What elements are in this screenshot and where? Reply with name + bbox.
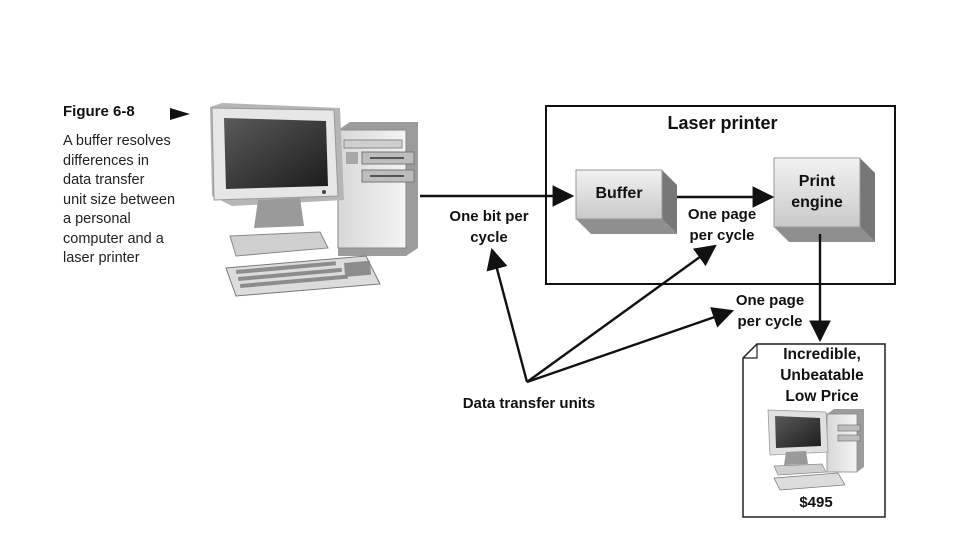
print-engine-label-line: Print <box>798 173 836 190</box>
figure-number: Figure 6-8 <box>63 103 135 120</box>
label-line: One page <box>687 206 757 223</box>
data-transfer-units-label: Data transfer units <box>462 395 596 412</box>
print-engine-box <box>773 157 875 242</box>
label-line: One bit per <box>449 208 529 225</box>
one-page-per-cycle-label-buffer: One page per cycle <box>676 204 768 246</box>
caption-line: A buffer resolves <box>63 133 171 149</box>
headline-line: Incredible, <box>783 346 861 363</box>
one-bit-per-cycle-label: One bit per cycle <box>436 206 542 248</box>
personal-computer-illustration <box>210 103 418 297</box>
label-line: per cycle <box>737 313 803 330</box>
one-page-per-cycle-label-output: One page per cycle <box>724 290 816 332</box>
pointer-arrow-bit <box>486 247 529 383</box>
figure-pointer-icon <box>170 108 190 120</box>
laser-printer-title: Laser printer <box>667 113 778 133</box>
buffer-label: Buffer <box>595 185 643 202</box>
headline-line: Unbeatable <box>780 367 864 384</box>
caption-line: laser printer <box>63 250 140 266</box>
caption-line: differences in <box>63 152 149 169</box>
caption-line: unit size between <box>63 191 176 208</box>
caption-line: computer and a <box>63 230 164 247</box>
caption-line: a personal <box>63 211 131 227</box>
label-line: cycle <box>470 229 508 246</box>
printout-headline: Incredible, Unbeatable Low Price <box>758 344 886 407</box>
print-engine-label-line: engine <box>791 194 843 211</box>
pointer-arrow-page-buffer <box>526 244 717 383</box>
figure-caption: A buffer resolves differences in data tr… <box>63 132 203 269</box>
buffer-box <box>575 169 677 234</box>
print-engine-label: Print engine <box>774 171 860 213</box>
caption-line: data transfer <box>63 172 145 188</box>
pointer-arrow-page-output <box>526 307 735 384</box>
headline-line: Low Price <box>785 388 859 405</box>
label-line: One page <box>735 292 805 309</box>
printout-computer-icon <box>767 409 864 491</box>
printout-price: $495 <box>799 494 833 511</box>
label-line: per cycle <box>689 227 755 244</box>
